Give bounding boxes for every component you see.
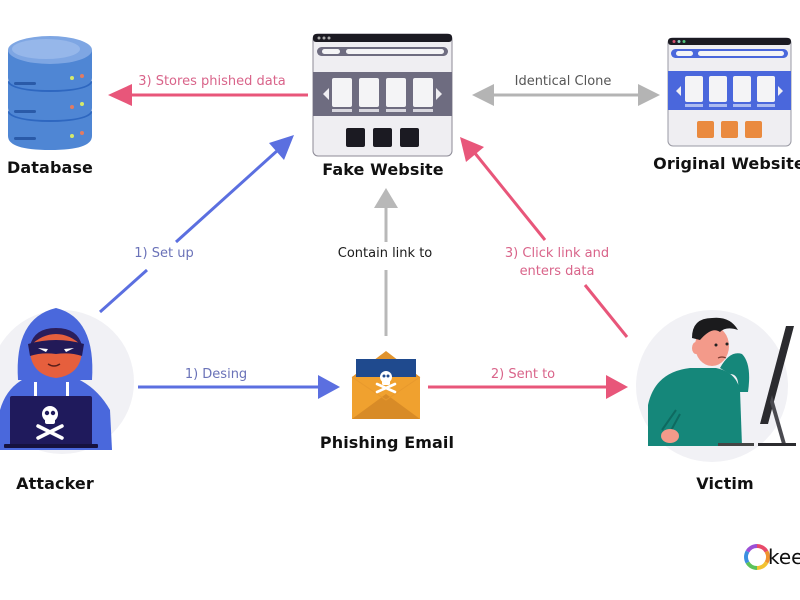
sent-to-label: 2) Sent to xyxy=(490,367,556,382)
original-website-icon xyxy=(667,37,792,147)
edge-set-up xyxy=(99,135,294,314)
attacker-label: Attacker xyxy=(16,474,94,493)
contain-link-to-label: Contain link to xyxy=(334,245,436,263)
identical-clone-label: Identical Clone xyxy=(514,74,612,89)
victim-icon xyxy=(636,310,796,462)
database-icon xyxy=(8,36,92,150)
phishing-email-label: Phishing Email xyxy=(319,433,455,452)
edge-identical-clone xyxy=(472,84,660,106)
edge-desing xyxy=(138,375,340,399)
victim-label: Victim xyxy=(696,474,754,493)
set-up-label: 1) Set up xyxy=(131,245,197,263)
click-link-label-line2: enters data xyxy=(516,263,598,281)
edge-sent-to xyxy=(428,375,628,399)
keepnet-logo-icon xyxy=(744,544,770,570)
click-link-label-line1: 3) Click link and xyxy=(501,245,613,263)
fake-website-label: Fake Website xyxy=(322,160,444,179)
edge-click-link xyxy=(460,137,629,338)
database-label: Database xyxy=(7,158,93,177)
desing-label: 1) Desing xyxy=(184,367,248,382)
fake-website-icon xyxy=(312,33,453,157)
attacker-icon xyxy=(0,308,134,454)
phishing-email-icon xyxy=(351,351,421,419)
stores-phished-data-label: 3) Stores phished data xyxy=(138,74,286,89)
edge-stores-phished-data xyxy=(108,84,308,106)
edge-contain-link-to xyxy=(374,188,398,336)
original-website-label: Original Website xyxy=(653,154,800,173)
keepnet-logo-text: keep xyxy=(768,545,800,569)
